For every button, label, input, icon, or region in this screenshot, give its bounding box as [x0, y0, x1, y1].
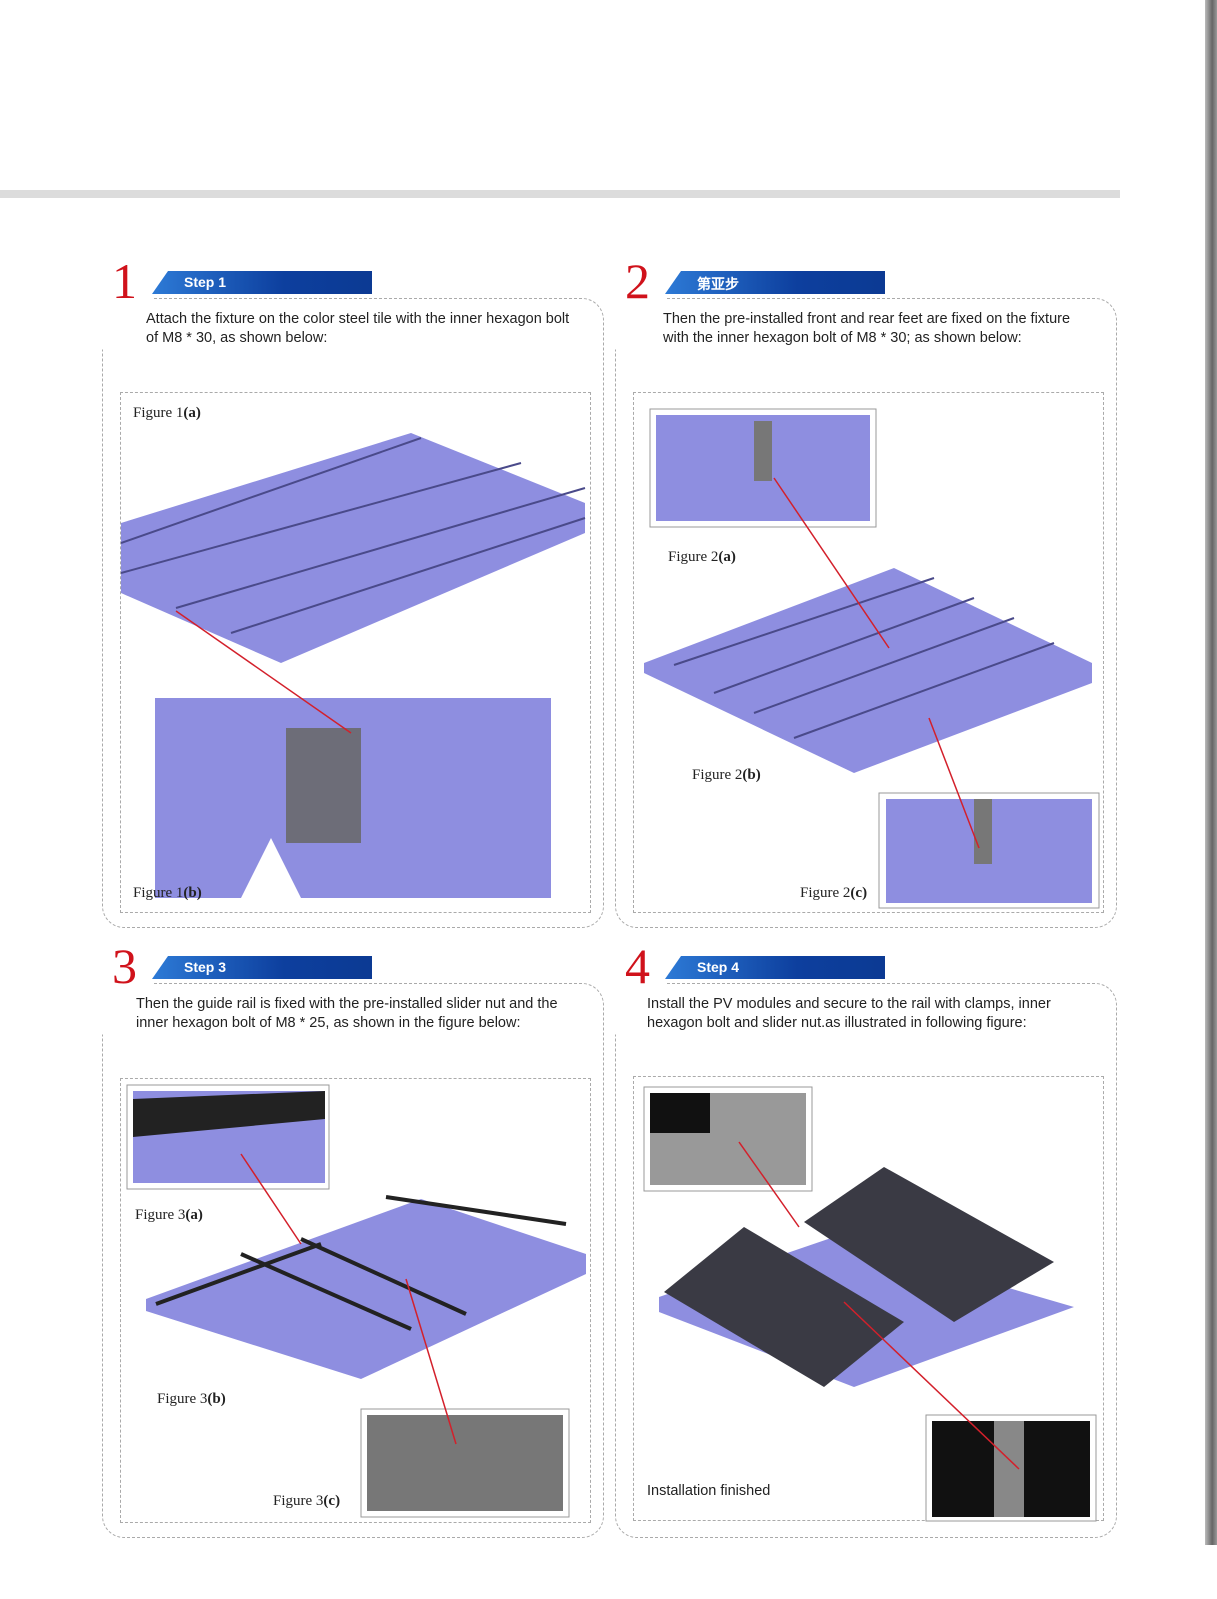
step-1: 1 Step 1 Attach the fixture on the color… — [102, 256, 604, 928]
figure-area: Figure 1(a) Figure 1(b) — [120, 392, 591, 913]
step-3: 3 Step 3 Then the guide rail is fixed wi… — [102, 941, 604, 1538]
figure-area: Figure 2(a) Figure 2(b) Figure 2(c) — [633, 392, 1104, 913]
figure-label: Figure 1(b) — [133, 885, 202, 901]
step-title: Step 1 — [152, 271, 372, 294]
roof-illustration — [644, 408, 1100, 909]
figure-label: Figure 3(b) — [157, 1391, 226, 1407]
step-4: 4 Step 4 Install the PV modules and secu… — [615, 941, 1117, 1538]
step-frame — [615, 298, 1117, 928]
figure-label: Figure 1(a) — [133, 405, 201, 421]
header-divider — [0, 190, 1120, 198]
step-description: Attach the fixture on the color steel ti… — [146, 311, 570, 346]
step-frame — [102, 983, 604, 1538]
step-number: 2 — [625, 253, 650, 309]
step-title: Step 4 — [665, 956, 885, 979]
figure-label: Figure 3(c) — [273, 1493, 341, 1509]
step-number: 1 — [112, 253, 137, 309]
page-edge — [1205, 0, 1217, 1545]
step-description: Then the pre-installed front and rear fe… — [663, 311, 1071, 346]
rail-illustration — [126, 1084, 586, 1518]
step-description: Then the guide rail is fixed with the pr… — [136, 996, 558, 1031]
step-title: Step 3 — [152, 956, 372, 979]
figure-label: Figure 2(a) — [668, 549, 736, 565]
pv-illustration — [643, 1086, 1097, 1522]
step-frame — [615, 983, 1117, 1538]
roof-illustration — [121, 433, 586, 898]
step-2: 2 第亚步 Then the pre-installed front and r… — [615, 256, 1117, 928]
figure-label: Figure 2(c) — [800, 885, 868, 901]
step-frame — [102, 298, 604, 928]
step-number: 3 — [112, 938, 137, 994]
figure-label: Figure 3(a) — [135, 1207, 203, 1223]
step-title: 第亚步 — [665, 271, 885, 294]
figure-label: Figure 2(b) — [692, 767, 761, 783]
figure-area: Installation finished — [633, 1076, 1104, 1522]
step-description: Install the PV modules and secure to the… — [647, 996, 1051, 1031]
step-number: 4 — [625, 938, 650, 994]
figure-area: Figure 3(a) Figure 3(b) Figure 3(c) — [120, 1078, 591, 1523]
installation-caption: Installation finished — [647, 1483, 771, 1499]
